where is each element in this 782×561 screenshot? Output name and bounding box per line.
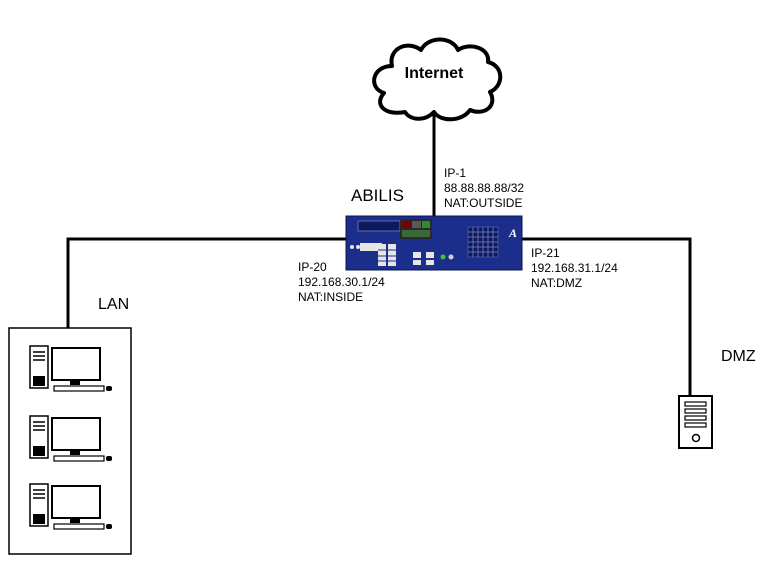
dmz-link [521,237,692,396]
workstation-icon [29,345,112,392]
dmz-interface-name: IP-21 [531,246,560,260]
router-badge: A [508,226,517,240]
workstation-icon [29,415,112,462]
inside-interface-name: IP-20 [298,260,327,274]
dmz-interface-info: IP-21 192.168.31.1/24 NAT:DMZ [531,246,618,291]
outside-interface-nat: NAT:OUTSIDE [444,196,523,210]
inside-interface-address: 192.168.30.1/24 [298,275,385,289]
internet-cloud-icon [372,37,503,122]
inside-interface-info: IP-20 192.168.30.1/24 NAT:INSIDE [298,260,385,305]
outside-interface-name: IP-1 [444,166,467,180]
abilis-router [345,215,523,271]
router-name: ABILIS [351,186,404,205]
outside-interface-address: 88.88.88.88/32 [444,181,525,195]
internet-label: Internet [405,65,464,82]
dmz-label: DMZ [721,348,756,365]
dmz-interface-nat: NAT:DMZ [531,276,583,290]
lan-link [66,237,346,328]
inside-interface-nat: NAT:INSIDE [298,290,364,304]
server-icon [678,395,713,449]
dmz-interface-address: 192.168.31.1/24 [531,261,618,275]
workstation-icon [29,483,112,530]
lan-label: LAN [98,296,130,313]
outside-interface-info: IP-1 88.88.88.88/32 NAT:OUTSIDE [444,166,524,211]
